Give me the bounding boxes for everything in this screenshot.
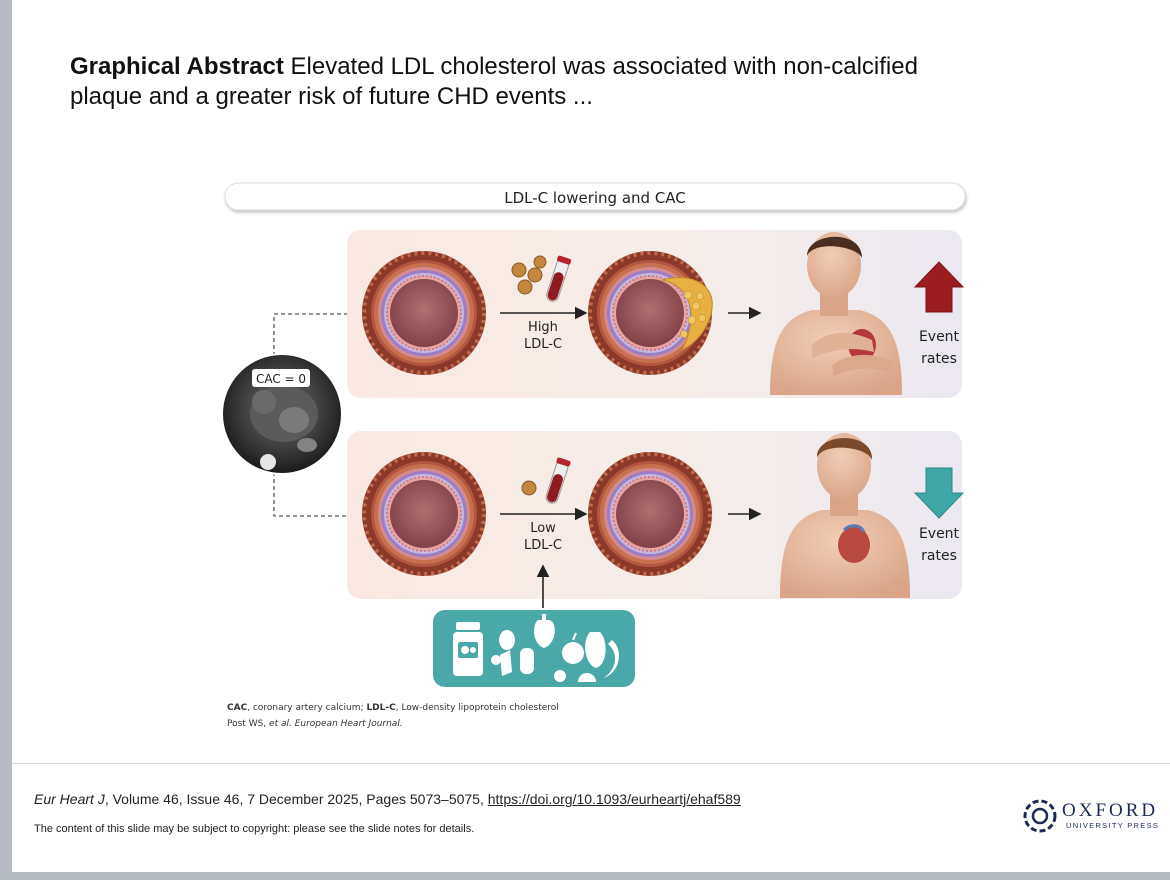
person-chest-pain-illustration [770,232,902,395]
blood-tube-icon-lower [545,457,571,504]
reference-details: , Volume 46, Issue 46, 7 December 2025, … [104,791,488,807]
figure-legend: CAC, coronary artery calcium; LDL-C, Low… [227,700,559,732]
person-healthy-illustration [780,433,910,598]
doi-link[interactable]: https://doi.org/10.1093/eurheartj/ehaf58… [487,791,741,807]
up-arrow-icon [913,261,965,313]
oup-name: OXFORD [1062,800,1159,821]
artery-normal-upper [360,249,488,377]
artery-healthy-lower [586,450,714,578]
diagram-header: LDL-C lowering and CAC [504,189,686,207]
upper-label-line2: LDL-C [524,337,562,352]
citation-etal: et al. [269,719,292,729]
cac-abbr: CAC [227,703,248,713]
vegetables-icon [491,614,555,676]
lower-label-line1: Low [530,521,556,536]
scan-label: CAC = 0 [256,372,306,386]
abbreviation-line: CAC, coronary artery calcium; LDL-C, Low… [227,700,559,716]
title-bold: Graphical Abstract [70,53,284,80]
cac-def: , coronary artery calcium; [247,703,367,713]
slide-title: Graphical Abstract Elevated LDL choleste… [70,52,970,112]
ldl-abbr: LDL-C [366,703,396,713]
citation-line: Post WS, et al. European Heart Journal. [227,716,559,732]
footer-divider [12,763,1170,764]
lifestyle-treatment-box [433,610,635,687]
upper-label-line1: High [528,320,558,335]
lower-outcome-line2: rates [921,548,957,564]
oup-press: UNIVERSITY PRESS [1066,821,1160,830]
lower-label-line2: LDL-C [524,538,562,553]
lower-connector [273,465,347,517]
ldl-particles-icon [511,255,547,295]
header-pill [224,182,966,211]
slide: Graphical Abstract Elevated LDL choleste… [12,0,1170,872]
upper-connector [273,313,347,370]
title-text: Elevated LDL cholesterol was associated … [70,53,918,110]
lower-outcome-line1: Event [919,526,960,542]
down-arrow-icon [913,467,965,519]
oup-logo-icon [1023,799,1057,833]
citation-journal: European Heart Journal. [291,719,403,729]
article-reference: Eur Heart J, Volume 46, Issue 46, 7 Dece… [34,791,741,807]
blood-tube-icon [546,255,572,302]
journal-name: Eur Heart J [34,791,105,807]
artery-normal-lower [360,450,488,578]
citation-authors: Post WS, [227,719,270,729]
oxford-university-press-logo: OXFORD UNIVERSITY PRESS [1020,798,1160,834]
fruits-icon [554,632,619,682]
ldl-particle-icon [521,480,537,496]
copyright-notice: The content of this slide may be subject… [34,823,475,835]
ct-scan-circle: CAC = 0 [221,353,343,475]
graphical-abstract-figure: LDL-C lowering and CAC CAC = 0 [221,182,966,687]
pill-bottle-icon [453,622,483,676]
artery-with-plaque [586,249,714,377]
upper-outcome-line1: Event [919,329,960,345]
ldl-def: , Low-density lipoprotein cholesterol [395,703,559,713]
upper-outcome-line2: rates [921,351,957,367]
